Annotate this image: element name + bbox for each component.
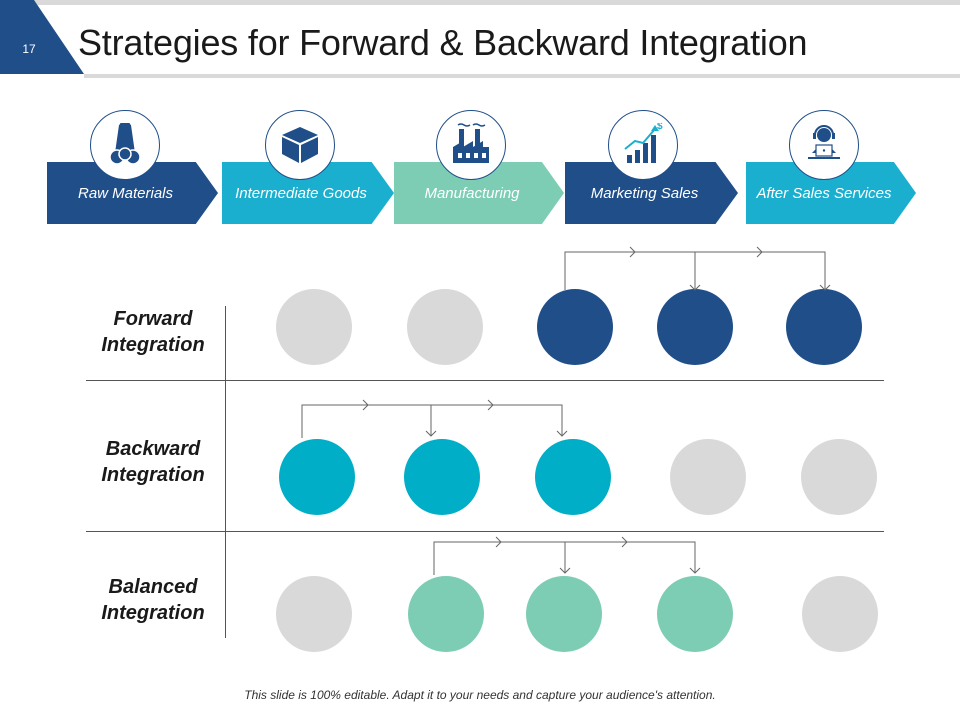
- page-number: 17: [22, 42, 36, 56]
- active-stage-dot: [279, 439, 355, 515]
- inactive-stage-dot: [407, 289, 483, 365]
- stage-label: Raw Materials: [77, 184, 174, 202]
- active-stage-dot: [537, 289, 613, 365]
- inactive-stage-dot: [802, 576, 878, 652]
- growth-chart-icon: $: [608, 110, 678, 180]
- active-stage-dot: [404, 439, 480, 515]
- stage-label: Marketing Sales: [590, 184, 699, 202]
- title-rule: [84, 74, 960, 78]
- active-stage-dot: [657, 576, 733, 652]
- active-stage-dot: [657, 289, 733, 365]
- active-stage-dot: [526, 576, 602, 652]
- row-label-backward: Backward Integration: [101, 438, 205, 486]
- inactive-stage-dot: [670, 439, 746, 515]
- svg-text:$: $: [657, 123, 663, 132]
- support-agent-icon: [789, 110, 859, 180]
- slide-footer: This slide is 100% editable. Adapt it to…: [244, 688, 716, 702]
- factory-icon: [436, 110, 506, 180]
- stage-label: Manufacturing: [424, 184, 520, 202]
- row-label-balanced: Balanced Integration: [101, 576, 205, 624]
- inactive-stage-dot: [801, 439, 877, 515]
- pipes-icon: [90, 110, 160, 180]
- stage-label: After Sales Services: [756, 184, 892, 202]
- row-label-forward: Forward Integration: [101, 308, 205, 356]
- row-divider: [86, 531, 884, 532]
- page-number-tab: [0, 0, 84, 74]
- box-icon: [265, 110, 335, 180]
- stage-manufacturing: Manufacturing: [394, 162, 564, 224]
- inactive-stage-dot: [276, 289, 352, 365]
- stage-label: Intermediate Goods: [235, 184, 367, 202]
- row-divider: [86, 380, 884, 381]
- top-rule: [0, 0, 960, 5]
- inactive-stage-dot: [276, 576, 352, 652]
- active-stage-dot: [408, 576, 484, 652]
- slide-title: Strategies for Forward & Backward Integr…: [78, 22, 808, 63]
- active-stage-dot: [535, 439, 611, 515]
- row-divider-vertical: [225, 306, 226, 638]
- active-stage-dot: [786, 289, 862, 365]
